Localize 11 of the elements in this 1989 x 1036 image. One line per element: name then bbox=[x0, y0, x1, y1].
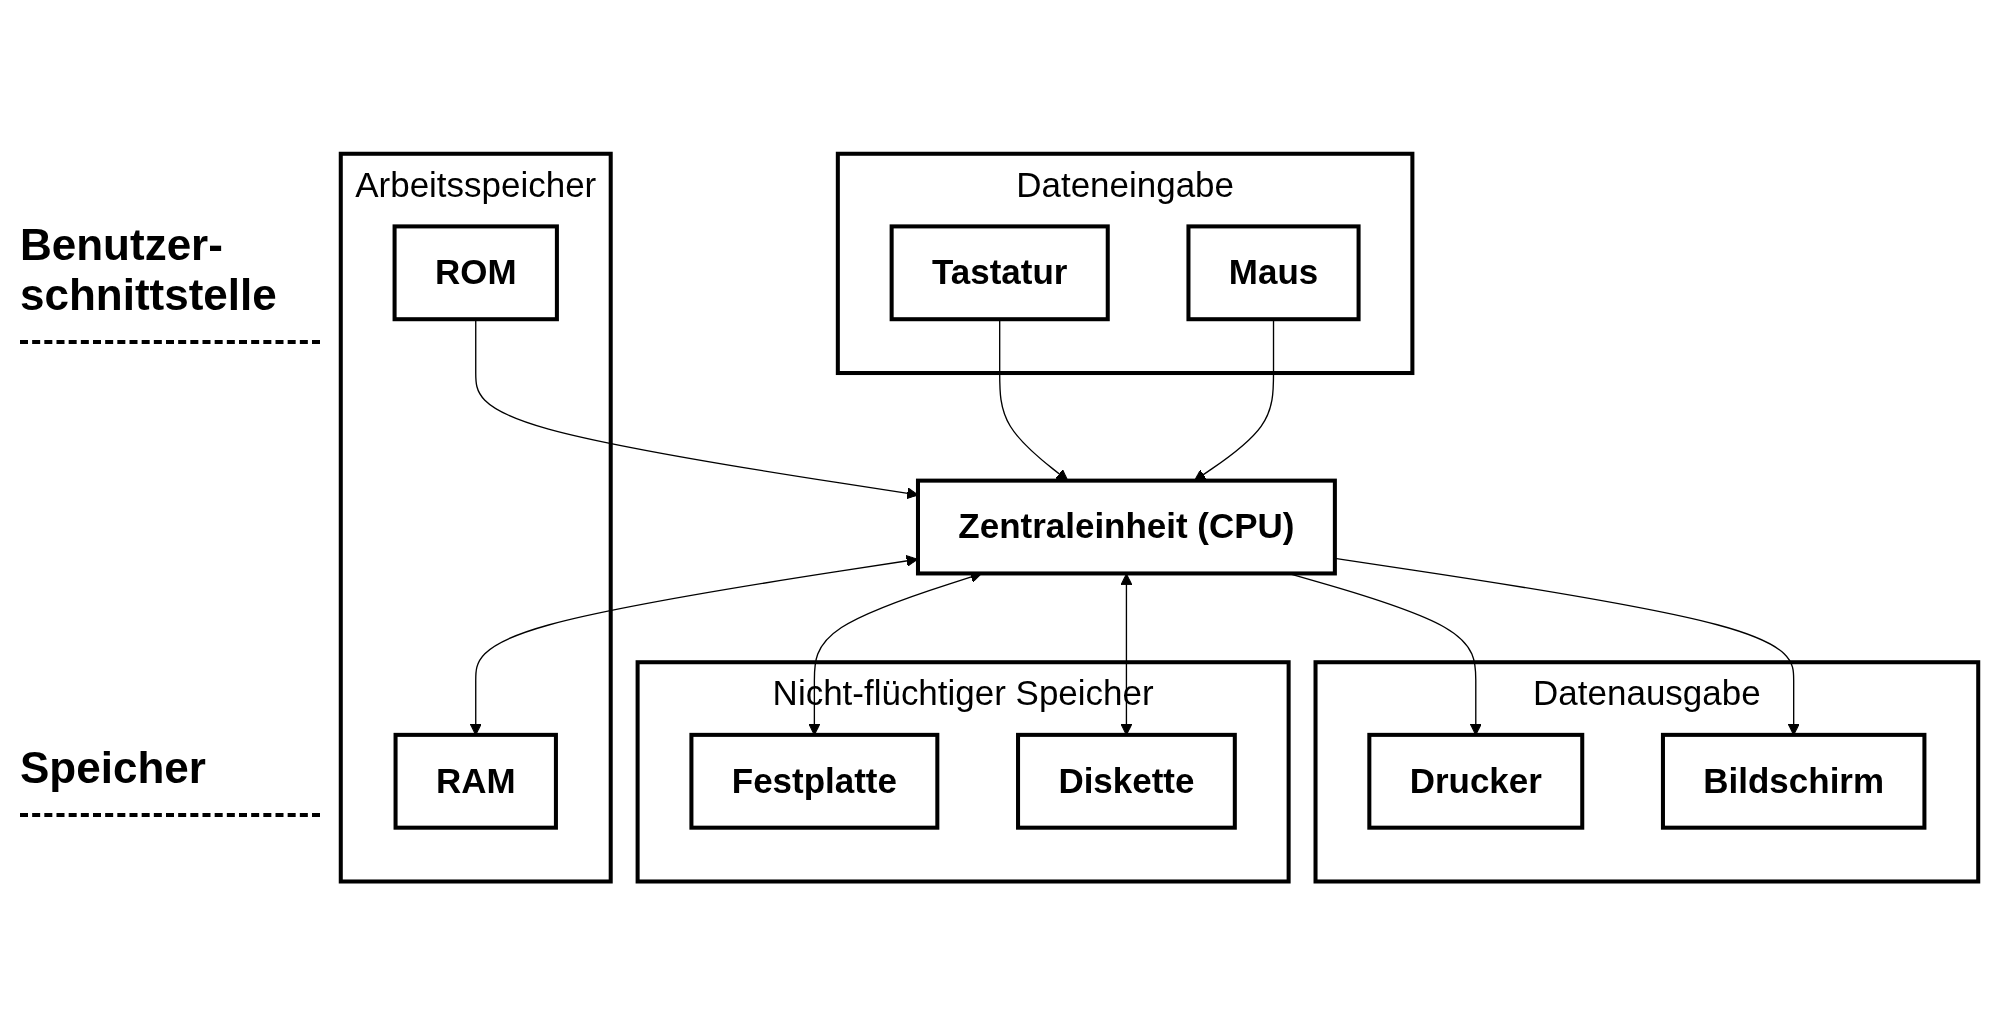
node-box: Diskette bbox=[1016, 733, 1237, 831]
node-box: Maus bbox=[1186, 224, 1361, 322]
node-box: RAM bbox=[393, 733, 558, 831]
node-box: Zentraleinheit (CPU) bbox=[915, 479, 1337, 576]
node-box: Drucker bbox=[1367, 733, 1585, 831]
node-box: Tastatur bbox=[889, 224, 1110, 322]
node-box: Festplatte bbox=[689, 733, 940, 831]
section-label: Speicher bbox=[20, 742, 320, 817]
node-box: ROM bbox=[392, 224, 559, 322]
section-label: Benutzer- schnittstelle bbox=[20, 219, 320, 344]
node-box: Bildschirm bbox=[1660, 733, 1927, 831]
